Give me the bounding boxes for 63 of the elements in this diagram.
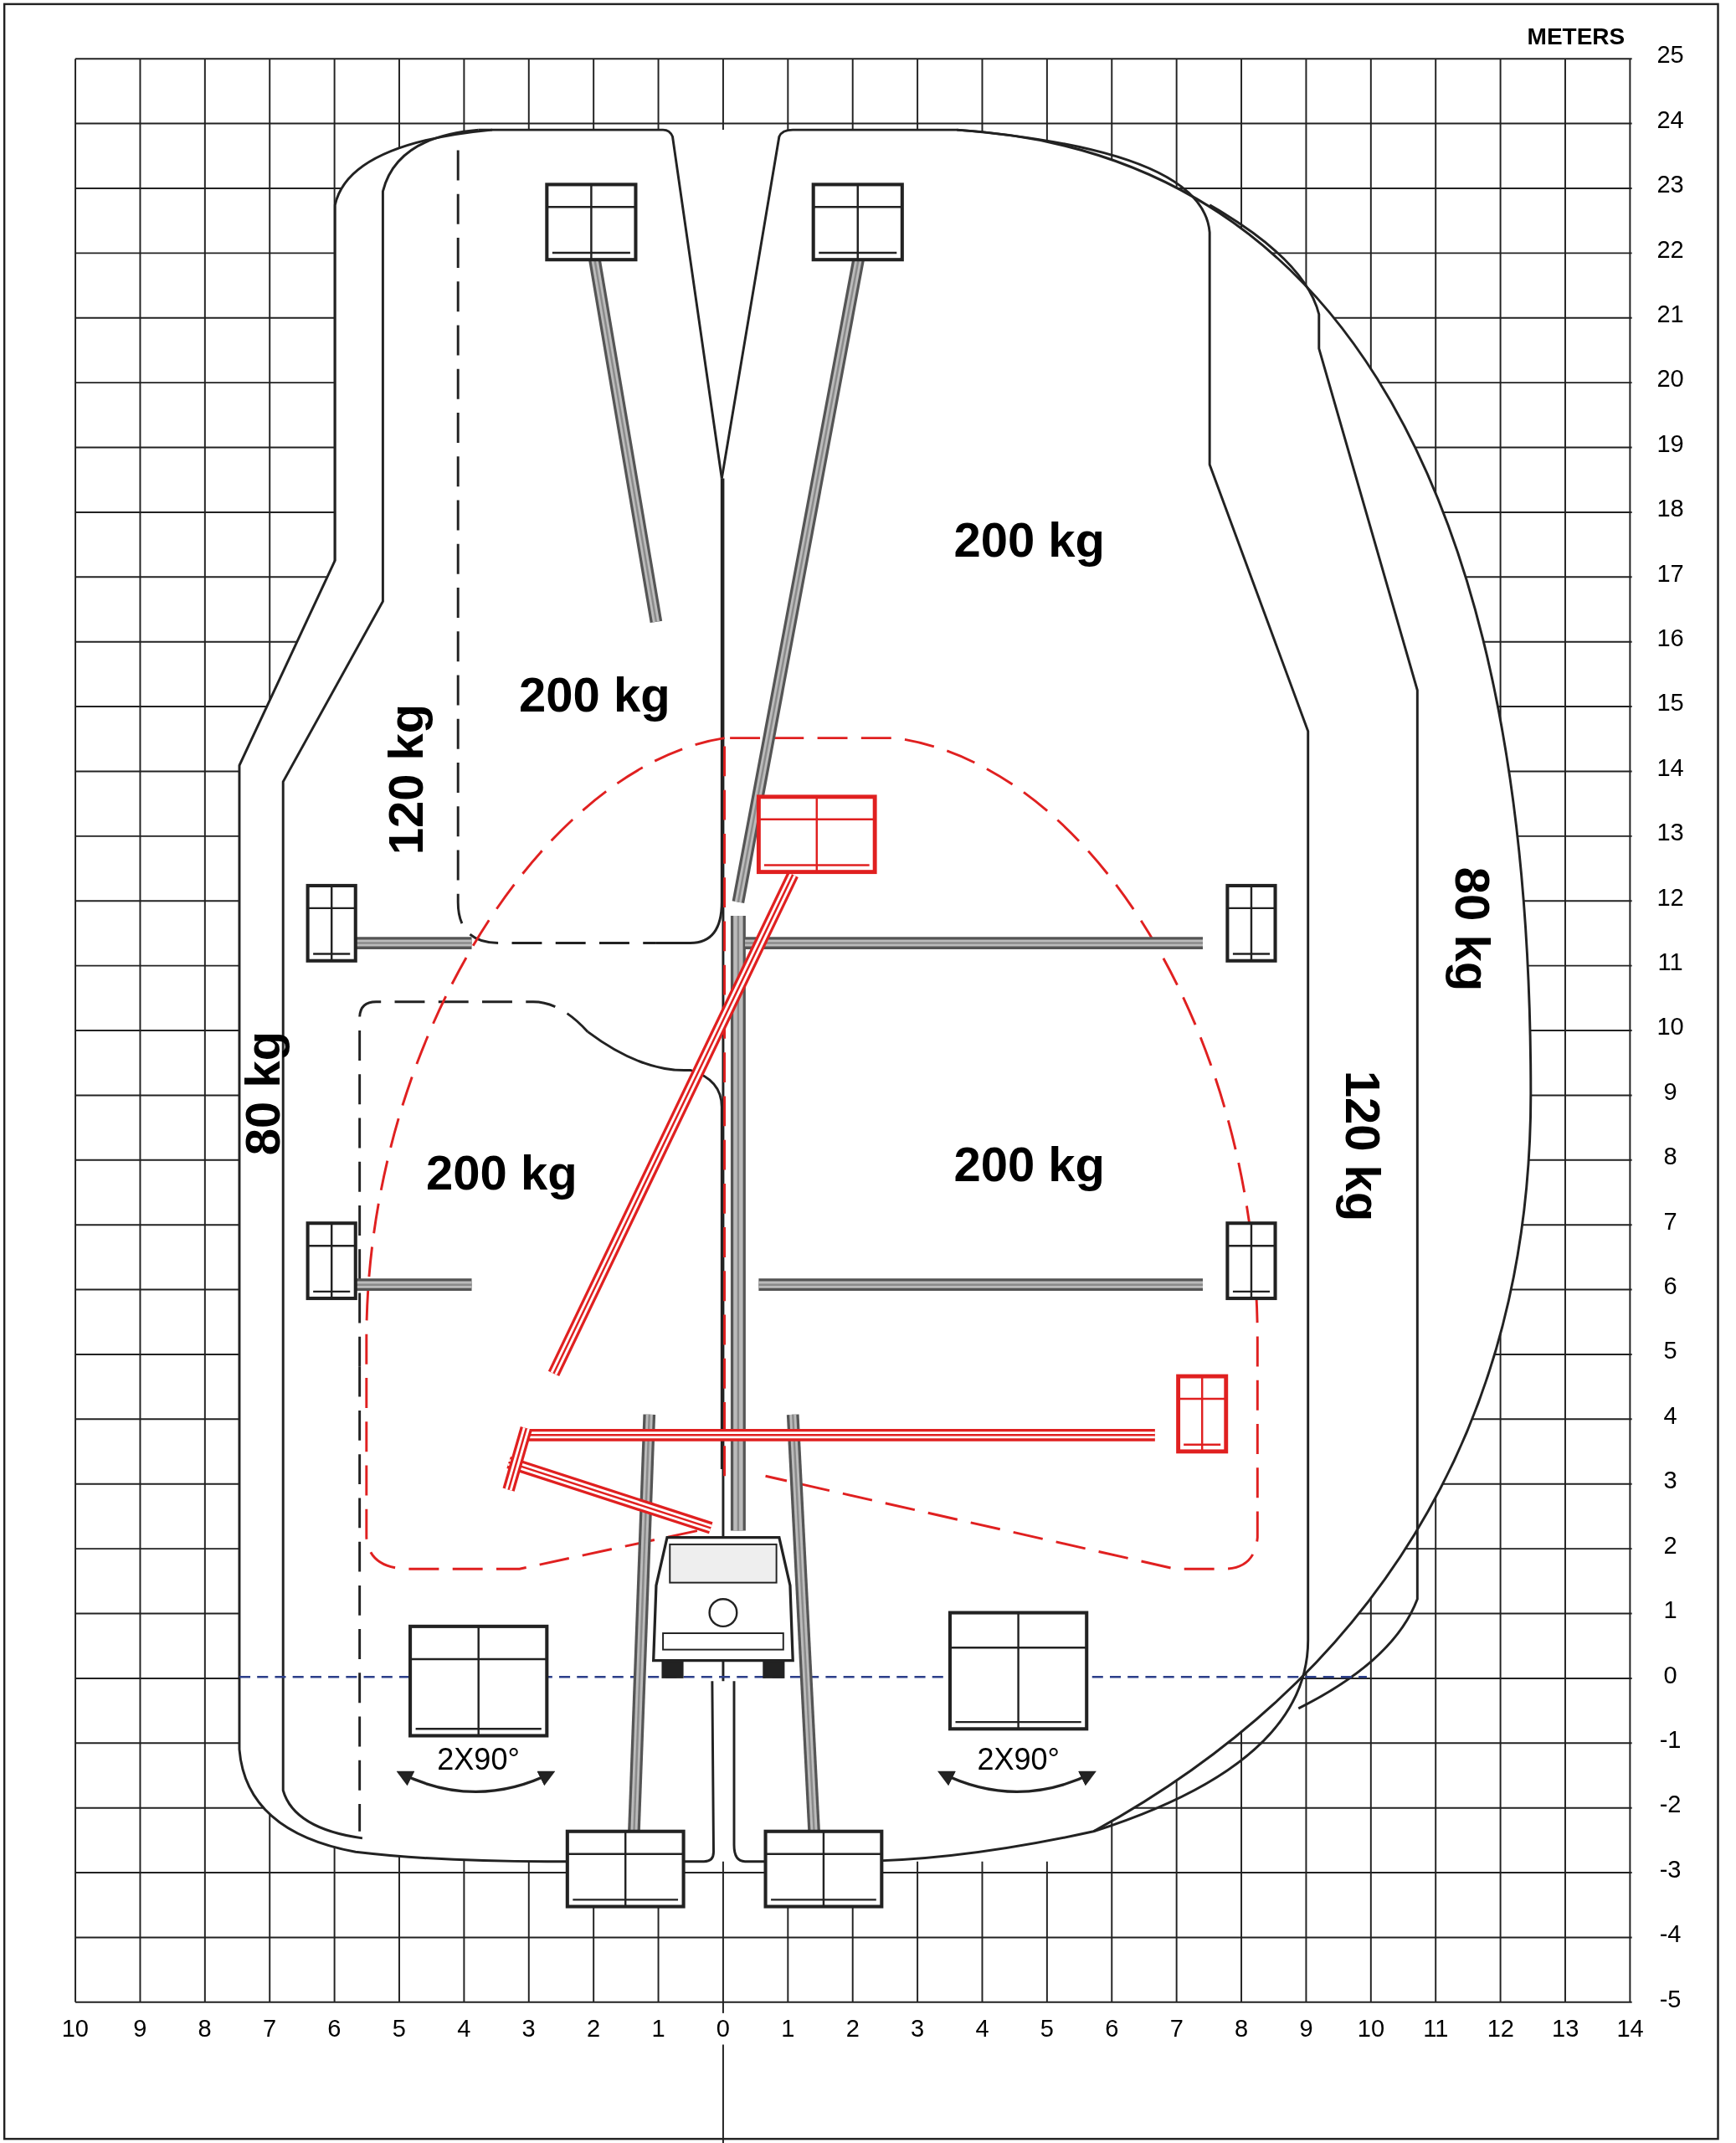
height-tick-label: -3 <box>1659 1857 1682 1882</box>
height-tick-label: 6 <box>1663 1273 1677 1298</box>
rotation-angle-label: 2X90° <box>437 1744 520 1775</box>
height-tick-label: 8 <box>1663 1143 1677 1169</box>
rotation-angle-label: 2X90° <box>977 1744 1060 1775</box>
height-tick-label: 22 <box>1656 237 1684 262</box>
reach-tick-label: 7 <box>262 2016 277 2041</box>
height-tick-label: -5 <box>1659 1986 1682 2012</box>
reach-tick-label: 13 <box>1552 2016 1579 2041</box>
reach-tick-label: 0 <box>716 2016 730 2041</box>
reach-tick-label: 6 <box>327 2016 342 2041</box>
height-tick-label: 0 <box>1663 1662 1677 1687</box>
reach-tick-label: 3 <box>521 2016 536 2041</box>
height-tick-label: 14 <box>1656 755 1684 780</box>
height-tick-label: 2 <box>1663 1533 1677 1558</box>
height-tick-label: 17 <box>1656 561 1684 586</box>
height-tick-label: 23 <box>1656 172 1684 197</box>
reach-tick-label: 10 <box>61 2016 89 2041</box>
height-tick-label: 19 <box>1656 431 1684 456</box>
height-tick-label: 10 <box>1656 1014 1684 1039</box>
height-tick-label: 7 <box>1663 1209 1677 1234</box>
reach-tick-label: 8 <box>1235 2016 1249 2041</box>
load-capacity-label: 200 kg <box>426 1149 578 1198</box>
height-tick-label: 18 <box>1656 496 1684 521</box>
height-tick-label: 4 <box>1663 1403 1677 1428</box>
reach-tick-label: 12 <box>1487 2016 1514 2041</box>
height-tick-label: 12 <box>1656 885 1684 910</box>
height-tick-label: 11 <box>1657 949 1683 974</box>
height-tick-label: 1 <box>1663 1597 1677 1622</box>
height-tick-label: 25 <box>1656 42 1684 67</box>
reach-tick-label: 5 <box>1040 2016 1054 2041</box>
reach-tick-label: 7 <box>1169 2016 1184 2041</box>
height-tick-label: 16 <box>1656 625 1684 650</box>
height-tick-label: 13 <box>1656 820 1684 845</box>
height-tick-label: -4 <box>1659 1921 1682 1946</box>
reach-tick-label: 6 <box>1105 2016 1119 2041</box>
reach-tick-label: 9 <box>1299 2016 1313 2041</box>
reach-tick-label: 10 <box>1357 2016 1385 2041</box>
reach-tick-label: 14 <box>1616 2016 1644 2041</box>
height-tick-label: -1 <box>1659 1727 1682 1752</box>
height-tick-label: 24 <box>1656 107 1684 132</box>
reach-tick-label: 3 <box>911 2016 925 2041</box>
load-capacity-label: 200 kg <box>953 1140 1105 1190</box>
height-tick-label: 20 <box>1656 366 1684 391</box>
reach-tick-label: 2 <box>845 2016 860 2041</box>
reach-tick-label: 1 <box>651 2016 665 2041</box>
reach-tick-label: 11 <box>1423 2016 1449 2041</box>
reach-tick-label: 1 <box>781 2016 795 2041</box>
reach-tick-label: 5 <box>392 2016 406 2041</box>
height-tick-label: 9 <box>1663 1079 1677 1104</box>
height-tick-label: 5 <box>1663 1338 1677 1363</box>
axis-unit-label: METERS <box>1527 25 1626 49</box>
reach-tick-label: 4 <box>457 2016 471 2041</box>
load-capacity-label: 200 kg <box>953 516 1105 565</box>
height-tick-label: -2 <box>1659 1791 1682 1817</box>
reach-tick-label: 2 <box>587 2016 601 2041</box>
reach-tick-label: 9 <box>133 2016 147 2041</box>
height-tick-label: 15 <box>1656 690 1684 715</box>
reach-tick-label: 4 <box>975 2016 989 2041</box>
height-tick-label: 21 <box>1656 301 1684 326</box>
load-capacity-label: 80 kg <box>1447 867 1497 992</box>
reach-tick-label: 8 <box>198 2016 212 2041</box>
height-tick-label: 3 <box>1663 1467 1677 1493</box>
